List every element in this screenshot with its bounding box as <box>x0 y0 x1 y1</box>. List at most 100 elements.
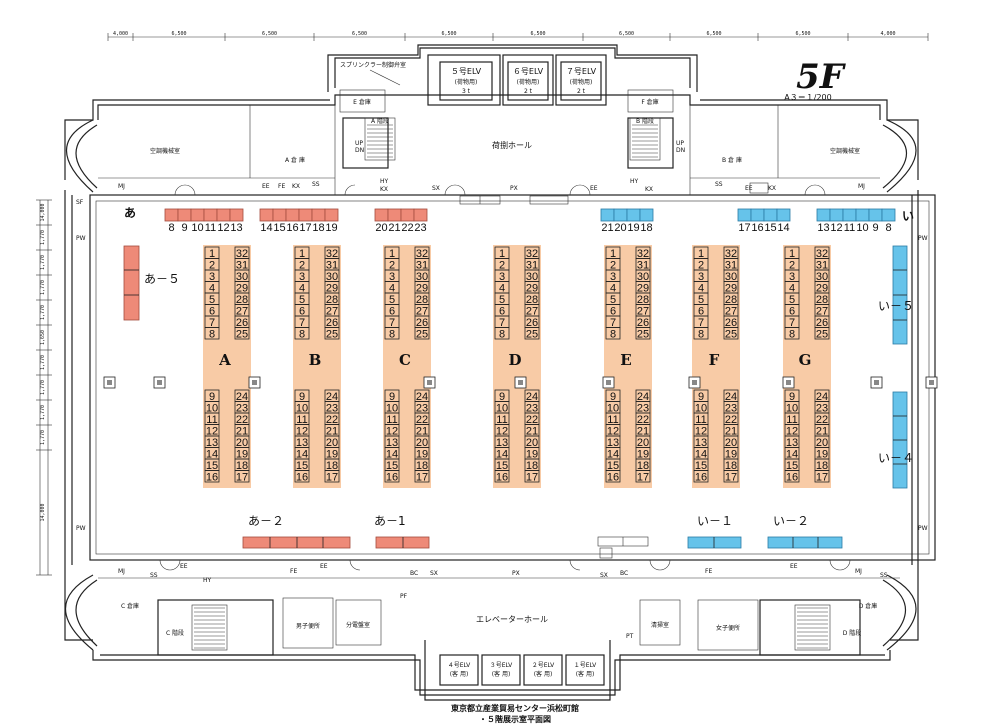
top-booth[interactable] <box>324 208 339 222</box>
d-stair-label: D 階段 <box>843 629 862 637</box>
booth-number: 18 <box>637 460 649 472</box>
top-booth[interactable] <box>164 208 179 222</box>
top-booth[interactable] <box>259 208 274 222</box>
booth-number: 9 <box>209 391 215 403</box>
top-booth-number: 14 <box>777 222 789 234</box>
top-booth[interactable] <box>216 208 231 222</box>
booth-number: 23 <box>416 403 428 415</box>
top-booth[interactable] <box>311 208 326 222</box>
booth-cell[interactable] <box>784 470 800 483</box>
booth-cell[interactable] <box>784 327 800 340</box>
top-booth[interactable] <box>842 208 857 222</box>
booth-cell[interactable] <box>384 327 400 340</box>
booth-number: 1 <box>610 248 616 260</box>
pillar-core <box>252 380 257 385</box>
booth-cell[interactable] <box>234 470 250 483</box>
booth-cell[interactable] <box>723 470 739 483</box>
booth-number: 17 <box>416 472 428 484</box>
booth-cell[interactable] <box>294 327 310 340</box>
kx-label-top-2: KX <box>380 186 388 193</box>
top-booth[interactable] <box>816 208 831 222</box>
booth-number: 7 <box>389 317 395 329</box>
top-booth[interactable] <box>400 208 415 222</box>
top-booth[interactable] <box>763 208 778 222</box>
left-dimension-value: 1,770 <box>40 355 46 370</box>
booth-cell[interactable] <box>635 327 651 340</box>
booth-number: 4 <box>209 283 215 295</box>
booth-number: 15 <box>607 460 619 472</box>
booth-number: 26 <box>416 317 428 329</box>
booth-cell[interactable] <box>204 470 220 483</box>
top-booth[interactable] <box>776 208 791 222</box>
booth-cell[interactable] <box>524 327 540 340</box>
top-booth[interactable] <box>600 208 615 222</box>
top-booth[interactable] <box>613 208 628 222</box>
top-booth[interactable] <box>737 208 752 222</box>
booth-cell[interactable] <box>605 470 621 483</box>
booth-cell[interactable] <box>384 470 400 483</box>
booth-number: 22 <box>816 414 828 426</box>
booth-cell[interactable] <box>494 327 510 340</box>
booth-number: 20 <box>526 437 538 449</box>
top-booth[interactable] <box>229 208 244 222</box>
booth-cell[interactable] <box>324 327 340 340</box>
floor-title: 5F <box>796 57 847 97</box>
booth-cell[interactable] <box>524 470 540 483</box>
top-booth[interactable] <box>855 208 870 222</box>
booth-cell[interactable] <box>294 470 310 483</box>
top-booth[interactable] <box>272 208 287 222</box>
zone-a2-booths[interactable] <box>242 536 351 549</box>
booth-cell[interactable] <box>234 327 250 340</box>
booth-number: 5 <box>610 294 616 306</box>
top-booth-number: 21 <box>388 222 400 234</box>
zone-a1-booths[interactable] <box>375 536 430 549</box>
top-booth[interactable] <box>285 208 300 222</box>
zone-i2-booths[interactable] <box>767 536 843 549</box>
sprinkler-room-label: スプリンクラー制御弁室 <box>340 61 406 69</box>
top-booth[interactable] <box>413 208 428 222</box>
booth-cell[interactable] <box>693 327 709 340</box>
top-booth[interactable] <box>626 208 641 222</box>
top-booth[interactable] <box>639 208 654 222</box>
booth-cell[interactable] <box>814 327 830 340</box>
zone-a5-booths[interactable] <box>123 245 140 321</box>
fe-label-top-1: FE <box>278 183 285 190</box>
zone-i1-booths[interactable] <box>687 536 742 549</box>
booth-number: 31 <box>326 260 338 272</box>
booth-cell[interactable] <box>494 470 510 483</box>
island-g: 1234567832313029282726259101112131415162… <box>783 245 831 488</box>
booth-cell[interactable] <box>204 327 220 340</box>
booth-number: 5 <box>389 294 395 306</box>
booth-number: 3 <box>389 271 395 283</box>
elv5-shaft <box>427 54 501 106</box>
booth-cell[interactable] <box>693 470 709 483</box>
top-booth-number: 12 <box>217 222 229 234</box>
booth-number: 31 <box>416 260 428 272</box>
booth-cell[interactable] <box>635 470 651 483</box>
booth-cell[interactable] <box>605 327 621 340</box>
booth-cell[interactable] <box>414 470 430 483</box>
bc-label-bottom-2: BC <box>620 570 628 577</box>
top-booth[interactable] <box>868 208 883 222</box>
booth-cell[interactable] <box>814 470 830 483</box>
top-booth[interactable] <box>203 208 218 222</box>
top-booth[interactable] <box>750 208 765 222</box>
booth-cell[interactable] <box>324 470 340 483</box>
booth-cell[interactable] <box>723 327 739 340</box>
booth-number: 32 <box>236 248 248 260</box>
booth-number: 6 <box>389 306 395 318</box>
booth-number: 2 <box>499 260 505 272</box>
booth-cell[interactable] <box>414 327 430 340</box>
top-booth[interactable] <box>387 208 402 222</box>
top-booth[interactable] <box>374 208 389 222</box>
booth-number: 11 <box>786 414 797 426</box>
top-booth[interactable] <box>190 208 205 222</box>
booth-number: 10 <box>786 403 798 415</box>
top-booth[interactable] <box>177 208 192 222</box>
booth-number: 5 <box>789 294 795 306</box>
top-booth[interactable] <box>298 208 313 222</box>
top-booth[interactable] <box>881 208 896 222</box>
ee-label-bottom-3: EE <box>790 563 798 570</box>
top-booth[interactable] <box>829 208 844 222</box>
booth-number: 14 <box>695 449 707 461</box>
